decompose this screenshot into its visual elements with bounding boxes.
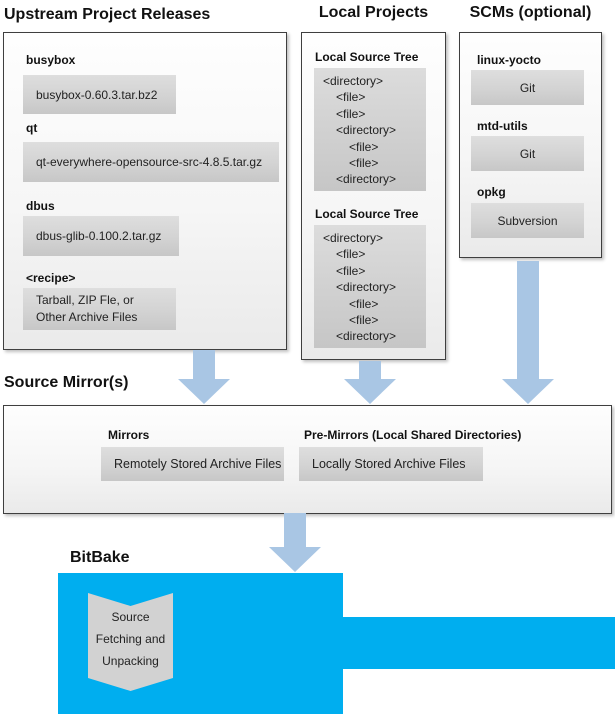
mirrors-box-text: Remotely Stored Archive Files: [114, 457, 282, 471]
tree-entry: <file>: [336, 247, 366, 262]
tarball-filename: qt-everywhere-opensource-src-4.8.5.tar.g…: [36, 155, 263, 169]
archive-types-box: Tarball, ZIP Fle, or Other Archive Files: [23, 288, 176, 330]
scms-heading: SCMs (optional): [469, 4, 592, 21]
scm-tool-box: Subversion: [471, 203, 584, 238]
tree-entry: <directory>: [323, 74, 384, 88]
tree-entry: <directory>: [336, 172, 397, 187]
local-source-tree-label: Local Source Tree: [315, 207, 419, 221]
scms-panel: linux-yocto Git mtd-utils Git opkg Subve…: [459, 32, 602, 258]
source-fetching-ribbon-text: Source Fetching and Unpacking: [88, 596, 173, 682]
local-projects-panel: Local Source Tree <directory> <file> <fi…: [301, 32, 446, 360]
archive-types-line: Tarball, ZIP Fle, or: [36, 293, 134, 307]
upstream-releases-heading: Upstream Project Releases: [4, 6, 211, 23]
source-mirrors-heading: Source Mirror(s): [4, 374, 129, 391]
upstream-releases-panel: busybox busybox-0.60.3.tar.bz2 qt qt-eve…: [3, 32, 287, 350]
local-source-tree-label: Local Source Tree: [315, 50, 419, 64]
scm-recipe-label: mtd-utils: [477, 119, 528, 133]
mirrors-box: Remotely Stored Archive Files: [101, 447, 284, 481]
premirrors-box-text: Locally Stored Archive Files: [312, 457, 466, 471]
scm-recipe-label: linux-yocto: [477, 53, 542, 67]
premirrors-label: Pre-Mirrors (Local Shared Directories): [304, 428, 522, 442]
local-source-tree-box: <directory> <file> <file> <directory> <f…: [314, 225, 426, 348]
premirrors-box: Locally Stored Archive Files: [299, 447, 483, 481]
ribbon-line: Fetching and: [95, 632, 166, 646]
tree-entry: <file>: [336, 263, 366, 278]
mirrors-label: Mirrors: [108, 428, 150, 442]
tree-entry: <directory>: [323, 231, 384, 245]
tree-entry: <file>: [349, 313, 379, 328]
tree-entry: <directory>: [336, 123, 397, 138]
tree-entry: <file>: [349, 139, 379, 154]
ribbon-line: Source: [111, 610, 150, 624]
tarball-box: dbus-glib-0.100.2.tar.gz: [23, 216, 179, 256]
recipe-name-label: busybox: [26, 53, 76, 67]
source-mirrors-panel: Mirrors Remotely Stored Archive Files Pr…: [3, 405, 612, 514]
arrow-local-to-mirrors-icon: [344, 361, 396, 404]
scm-recipe-label: opkg: [477, 185, 506, 199]
source-fetching-ribbon-icon: [88, 593, 173, 691]
scm-tool-name: Git: [519, 80, 536, 95]
recipe-name-label: <recipe>: [26, 271, 76, 285]
arrow-scms-to-mirrors-icon: [502, 261, 554, 404]
ribbon-line: Unpacking: [102, 654, 159, 668]
arrow-upstream-to-mirrors-icon: [178, 350, 230, 404]
scm-tool-box: Git: [471, 136, 584, 171]
tree-entry: <file>: [336, 90, 366, 105]
bitbake-heading: BitBake: [70, 549, 130, 566]
tree-entry: <file>: [349, 296, 379, 311]
tarball-filename: busybox-0.60.3.tar.bz2: [36, 87, 158, 102]
bitbake-output-band: [343, 617, 615, 669]
scm-tool-box: Git: [471, 70, 584, 105]
recipe-name-label: dbus: [26, 199, 55, 213]
recipe-name-label: qt: [26, 121, 38, 135]
local-source-tree-box: <directory> <file> <file> <directory> <f…: [314, 68, 426, 191]
tarball-box: busybox-0.60.3.tar.bz2: [23, 75, 176, 114]
tree-entry: <directory>: [336, 280, 397, 295]
scm-tool-name: Subversion: [497, 213, 558, 228]
tree-entry: <file>: [349, 156, 379, 171]
tarball-filename: dbus-glib-0.100.2.tar.gz: [36, 229, 162, 243]
tree-entry: <directory>: [336, 329, 397, 344]
archive-types-line: Other Archive Files: [36, 310, 138, 324]
local-projects-heading: Local Projects: [318, 4, 429, 21]
tarball-box: qt-everywhere-opensource-src-4.8.5.tar.g…: [23, 142, 279, 182]
scm-tool-name: Git: [519, 146, 536, 161]
tree-entry: <file>: [336, 106, 366, 121]
arrow-mirrors-to-bitbake-icon: [269, 513, 321, 572]
